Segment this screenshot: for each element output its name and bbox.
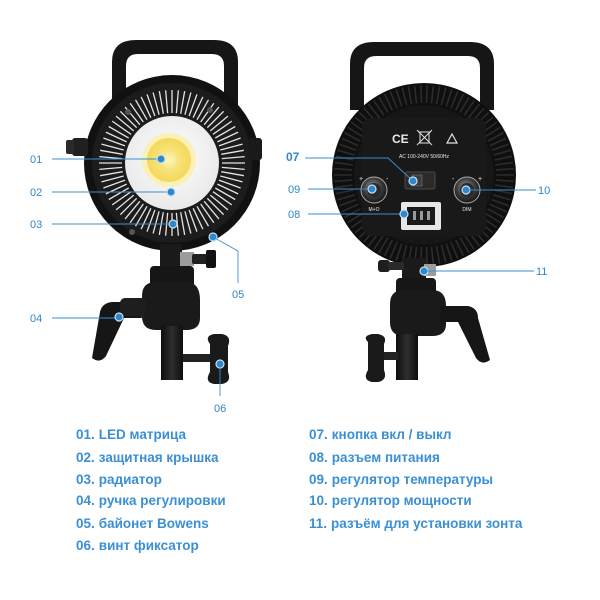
svg-text:04: 04 <box>30 313 42 325</box>
fin <box>427 85 428 103</box>
svg-text:M+O: M+O <box>369 207 380 213</box>
side-knob <box>72 138 88 156</box>
ce-mark: CE <box>392 132 409 146</box>
svg-text:10: 10 <box>538 185 550 197</box>
svg-text:+: + <box>359 176 363 183</box>
callout-11: 11 <box>420 266 547 278</box>
front-view-light <box>66 40 262 384</box>
svg-text:01: 01 <box>30 154 42 166</box>
svg-text:06: 06 <box>214 403 226 415</box>
fin <box>421 85 422 103</box>
svg-text:09: 09 <box>288 184 300 196</box>
lock-screw <box>208 334 229 384</box>
svg-text:05: 05 <box>232 289 244 301</box>
power-rating: AC 100-240V 50/60Hz <box>399 154 450 160</box>
stand-clamp-back <box>390 290 446 336</box>
svg-text:11: 11 <box>536 266 547 278</box>
back-view-light: CE AC 100-240V 50/60Hz + - M+O - + DIM <box>332 42 516 382</box>
stand-shaft <box>161 326 183 380</box>
svg-text:07: 07 <box>286 150 300 164</box>
svg-text:+: + <box>478 176 482 183</box>
stand-clamp <box>142 282 200 330</box>
svg-text:08: 08 <box>288 209 300 221</box>
svg-text:02: 02 <box>30 187 42 199</box>
svg-text:DIM: DIM <box>462 207 471 213</box>
svg-text:03: 03 <box>30 219 42 231</box>
fin <box>427 247 428 265</box>
